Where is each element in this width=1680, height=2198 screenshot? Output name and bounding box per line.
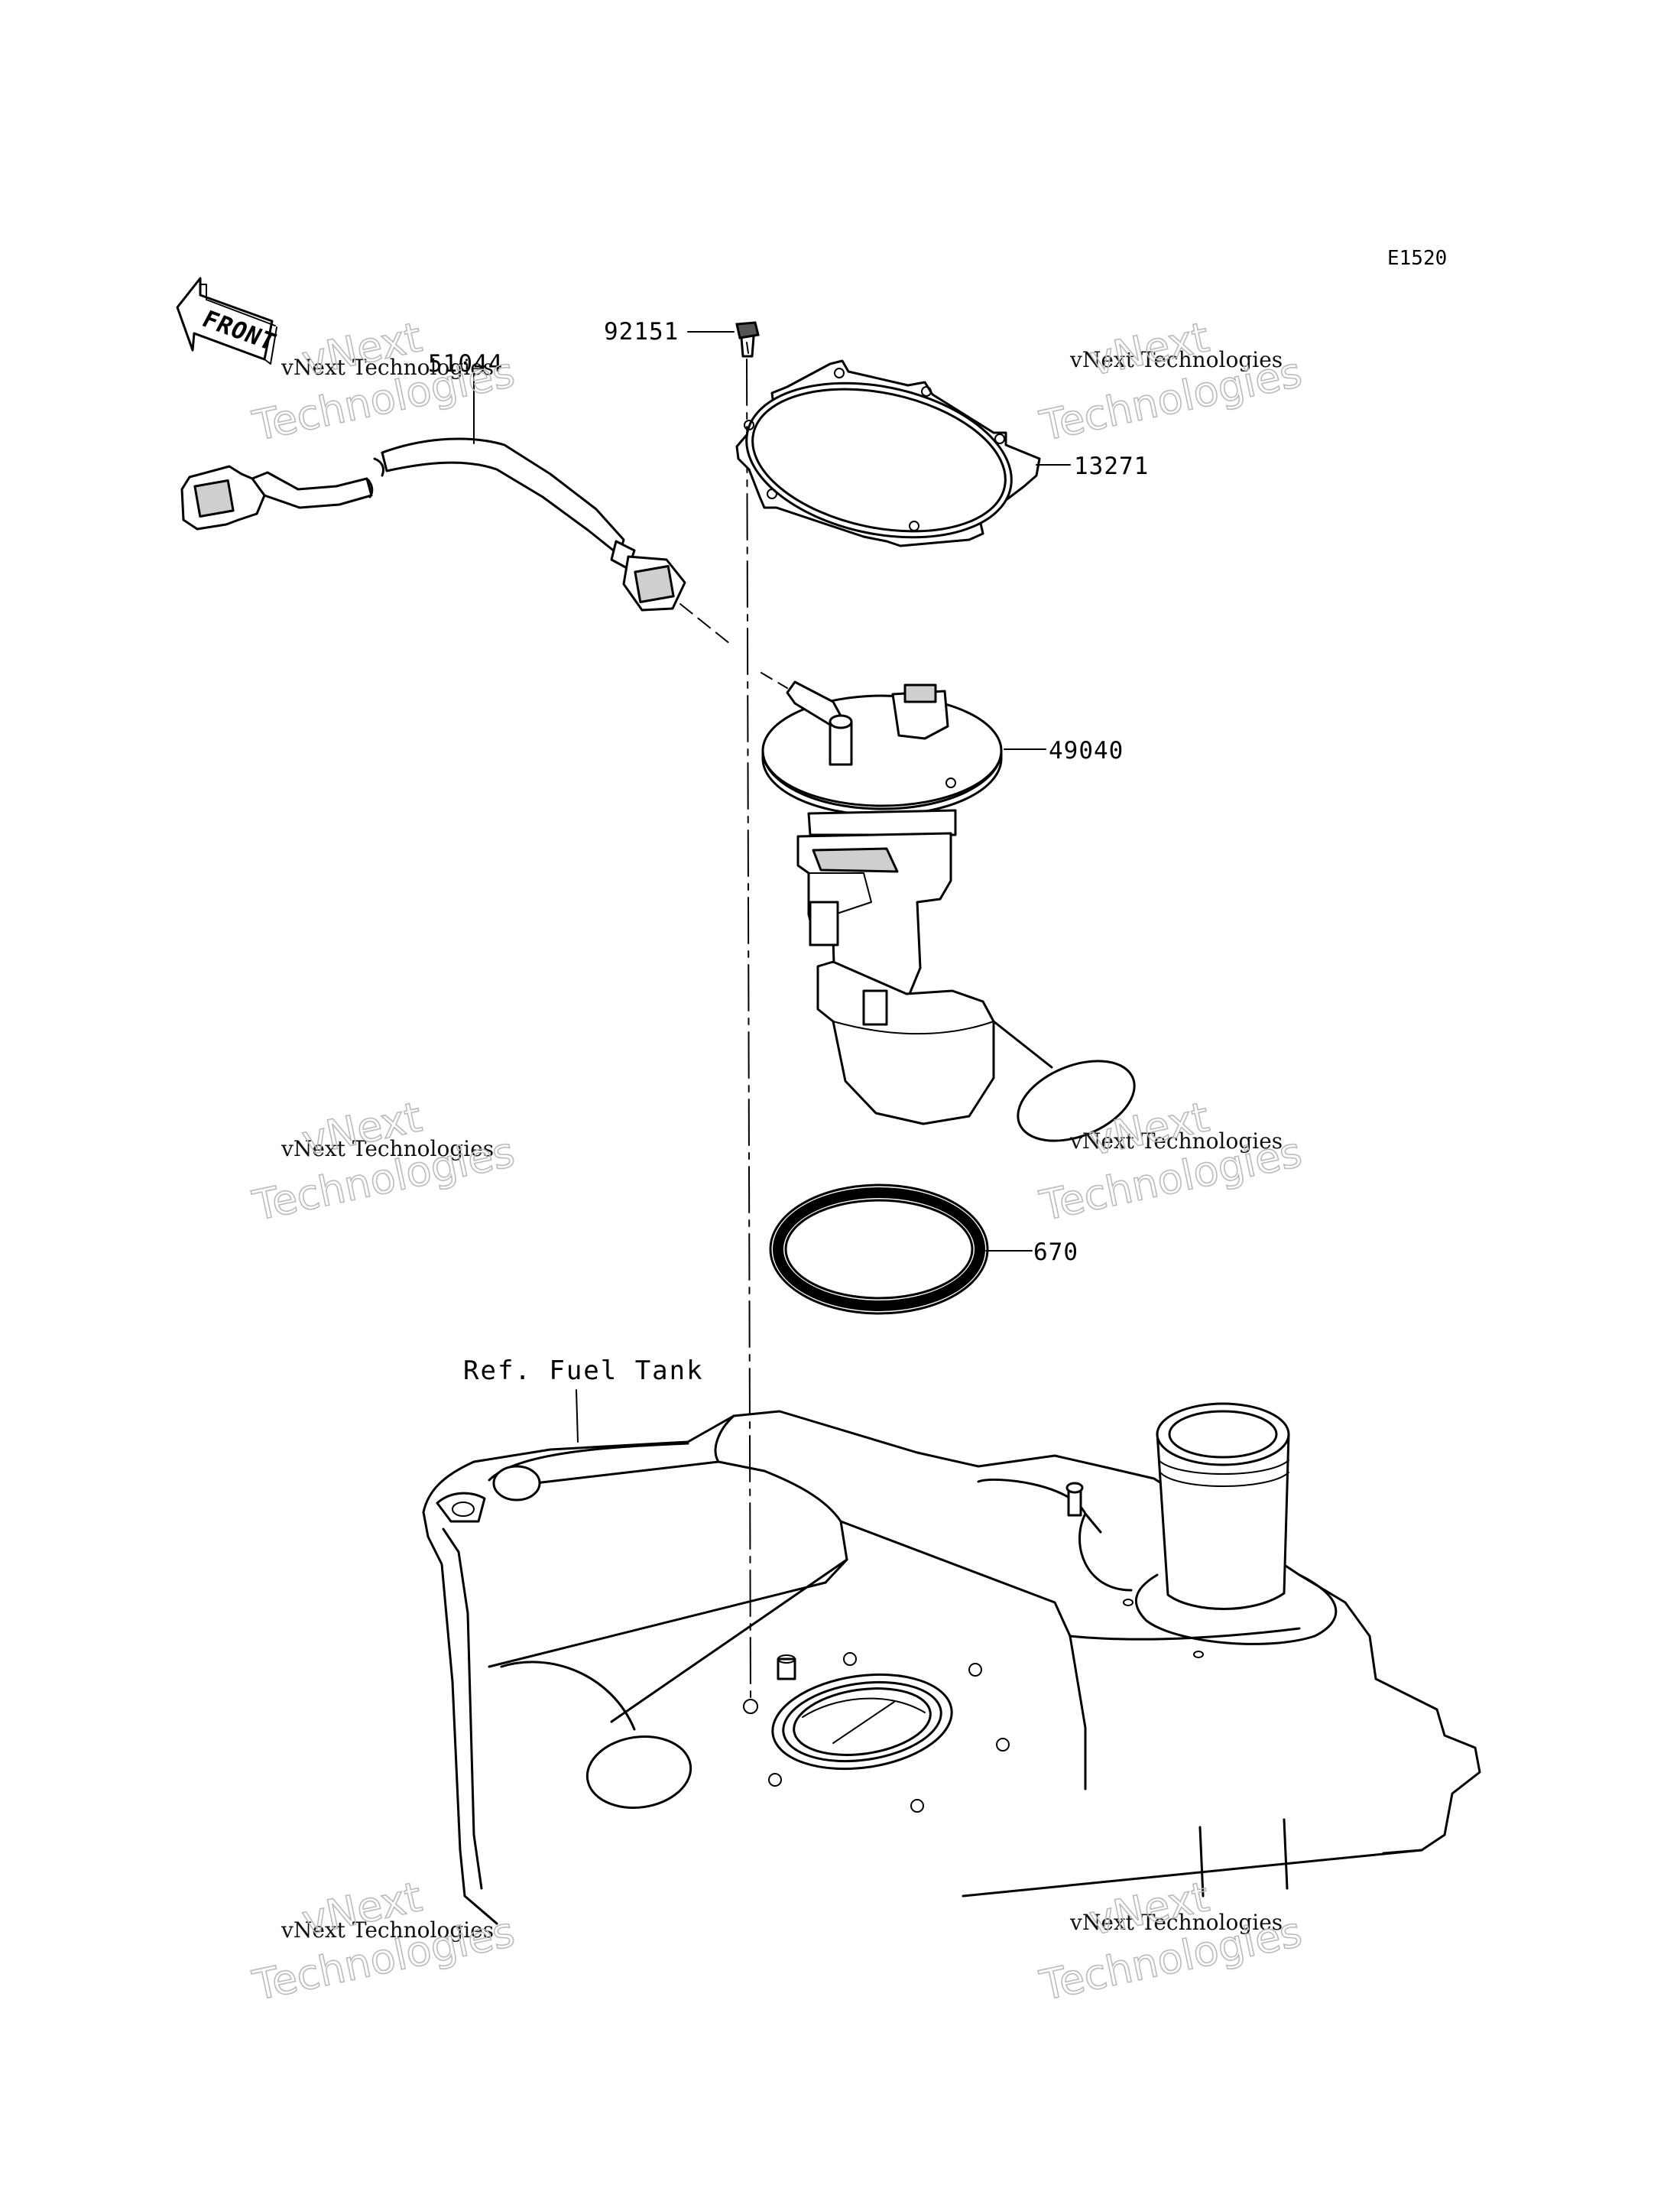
bolt-92151 (735, 321, 760, 358)
watermark-small-4: vNext Technologies (1069, 1128, 1283, 1154)
fuel-tank (422, 1402, 1481, 1925)
part-label-92151: 92151 (604, 318, 679, 346)
part-label-670: 670 (1033, 1239, 1078, 1266)
front-arrow-icon: FRONT (176, 277, 281, 365)
gasket-plate-13271 (735, 359, 1041, 547)
watermark-small-1: vNext Technologies (281, 355, 494, 380)
watermark-small-2: vNext Technologies (1069, 347, 1283, 372)
watermark-small-5: vNext Technologies (281, 1917, 494, 1943)
part-label-13271: 13271 (1074, 453, 1149, 480)
fuel-pump-49040 (761, 672, 1136, 1142)
o-ring-670 (769, 1183, 989, 1315)
watermark-small-6: vNext Technologies (1069, 1910, 1283, 1935)
part-label-49040: 49040 (1049, 737, 1124, 765)
part-label-51044: 51044 (428, 350, 503, 378)
reference-label: Ref. Fuel Tank (463, 1355, 704, 1386)
center-line (746, 359, 751, 1704)
watermark-big-2: vNext Technologies (1035, 313, 1306, 451)
leader-ref-fuel-tank (576, 1389, 579, 1443)
diagram-code: E1520 (1387, 247, 1447, 270)
hose-51044 (180, 437, 735, 648)
watermark-small-3: vNext Technologies (281, 1136, 494, 1161)
